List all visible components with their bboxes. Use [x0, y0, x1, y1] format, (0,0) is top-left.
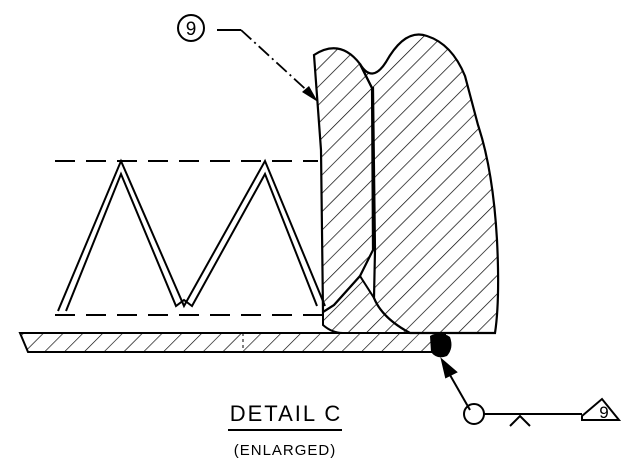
- balloon-leader-angled: [240, 29, 314, 97]
- fin-outer-line: [57, 158, 326, 312]
- weld-flag-triangle: [581, 397, 622, 421]
- left-wall-section: [312, 47, 375, 314]
- wall-root-fillet: [322, 274, 411, 334]
- weld-symbol: 9: [440, 357, 622, 427]
- weld-fillet-symbol: [509, 414, 531, 427]
- weld-arrowhead: [440, 357, 458, 379]
- detail-caption: DETAIL C (ENLARGED): [228, 401, 342, 459]
- detail-title: DETAIL C: [230, 401, 343, 426]
- dashed-envelope-lines: [55, 160, 330, 316]
- item-balloon: 9: [177, 14, 318, 102]
- balloon-arrowhead: [302, 86, 318, 102]
- base-plate-body: [18, 332, 446, 353]
- right-wall-section: [359, 33, 500, 335]
- base-plate: [18, 332, 446, 353]
- balloon-circle: [177, 14, 205, 42]
- balloon-number: 9: [186, 19, 197, 40]
- weld-flag-number: 9: [599, 403, 608, 422]
- weld-bead: [430, 333, 452, 358]
- zigzag-fins: [57, 158, 326, 312]
- fin-inner-line: [65, 171, 318, 312]
- weld-all-around-circle: [463, 403, 485, 425]
- detail-subtitle: (ENLARGED): [234, 442, 337, 459]
